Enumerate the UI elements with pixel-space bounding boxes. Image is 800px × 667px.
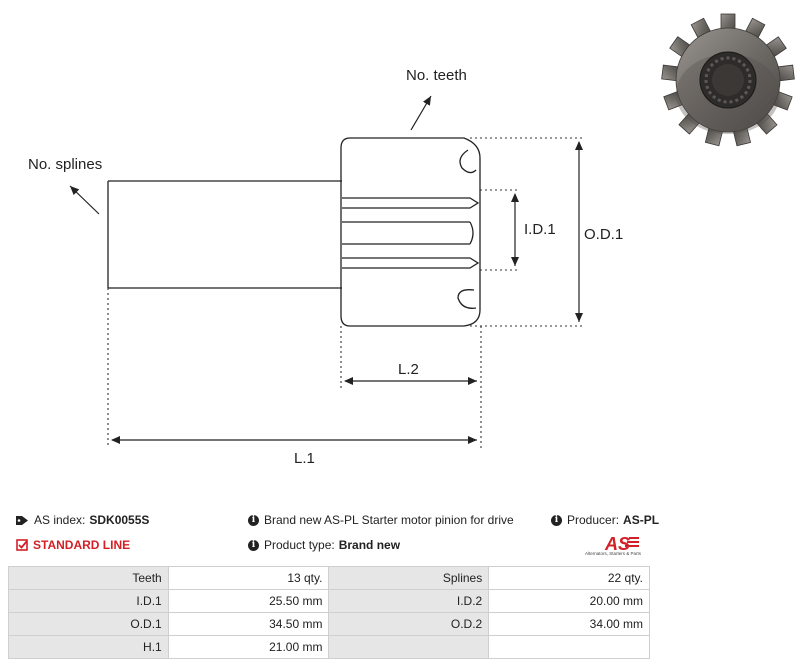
spec-label: I.D.2 xyxy=(328,589,490,613)
pinion-technical-drawing: No. teeth No. splines I.D.1 O.D.1 L.2 L.… xyxy=(28,13,795,467)
spec-value: 13 qty. xyxy=(167,566,330,590)
spec-label: O.D.2 xyxy=(328,612,490,636)
no-splines-label: No. splines xyxy=(28,156,102,173)
as-pl-logo: AS Alternators, Starters & Parts xyxy=(585,533,657,559)
producer: i Producer: AS-PL xyxy=(551,513,659,527)
no-teeth-pointer xyxy=(410,95,432,131)
spec-label: H.1 xyxy=(8,635,169,659)
gear-body-outline xyxy=(340,137,481,327)
info-icon: i xyxy=(248,539,259,551)
spec-value: 34.00 mm xyxy=(488,612,650,636)
svg-text:AS: AS xyxy=(604,534,630,553)
id1-label: I.D.1 xyxy=(524,221,556,238)
spec-label: Splines xyxy=(328,566,490,590)
spec-value xyxy=(488,635,650,659)
dimension-arrows xyxy=(69,95,583,444)
as-index: AS index: SDK0055S xyxy=(16,513,149,527)
table-row: O.D.1 34.50 mm O.D.2 34.00 mm xyxy=(8,612,650,636)
spec-label: I.D.1 xyxy=(8,589,169,613)
spec-label: O.D.1 xyxy=(8,612,169,636)
table-row: Teeth 13 qty. Splines 22 qty. xyxy=(8,566,650,590)
spec-value: 25.50 mm xyxy=(167,589,330,613)
product-photo-gear xyxy=(661,13,795,147)
producer-label: Producer: xyxy=(567,513,620,527)
no-splines-pointer xyxy=(69,185,100,215)
producer-value: AS-PL xyxy=(623,513,660,527)
spec-value: 21.00 mm xyxy=(167,635,330,659)
standard-line: STANDARD LINE xyxy=(16,538,130,552)
spec-label xyxy=(328,635,490,659)
spec-value: 34.50 mm xyxy=(167,612,330,636)
table-row: H.1 21.00 mm xyxy=(8,635,650,659)
specifications-table: Teeth 13 qty. Splines 22 qty. I.D.1 25.5… xyxy=(8,566,650,659)
no-teeth-label: No. teeth xyxy=(406,67,467,84)
product-type: i Product type: Brand new xyxy=(248,538,400,552)
product-type-value: Brand new xyxy=(338,538,401,552)
l2-label: L.2 xyxy=(398,361,419,378)
description-text: Brand new AS-PL Starter motor pinion for… xyxy=(264,513,514,527)
spec-value: 22 qty. xyxy=(488,566,650,590)
tag-icon xyxy=(16,515,28,525)
shaft-outline xyxy=(107,180,342,289)
product-description: i Brand new AS-PL Starter motor pinion f… xyxy=(248,513,514,527)
logo-subtitle: Alternators, Starters & Parts xyxy=(585,551,642,556)
spec-value: 20.00 mm xyxy=(488,589,650,613)
product-type-label: Product type: xyxy=(264,538,335,552)
info-icon: i xyxy=(551,514,562,526)
extension-lines xyxy=(107,137,584,448)
as-index-value: SDK0055S xyxy=(89,513,150,527)
l1-label: L.1 xyxy=(294,450,315,467)
od1-label: O.D.1 xyxy=(584,226,623,243)
spec-label: Teeth xyxy=(8,566,169,590)
standard-line-text: STANDARD LINE xyxy=(33,538,131,552)
info-icon: i xyxy=(248,514,259,526)
as-index-label: AS index: xyxy=(34,513,86,527)
table-row: I.D.1 25.50 mm I.D.2 20.00 mm xyxy=(8,589,650,613)
check-square-icon xyxy=(16,539,28,551)
